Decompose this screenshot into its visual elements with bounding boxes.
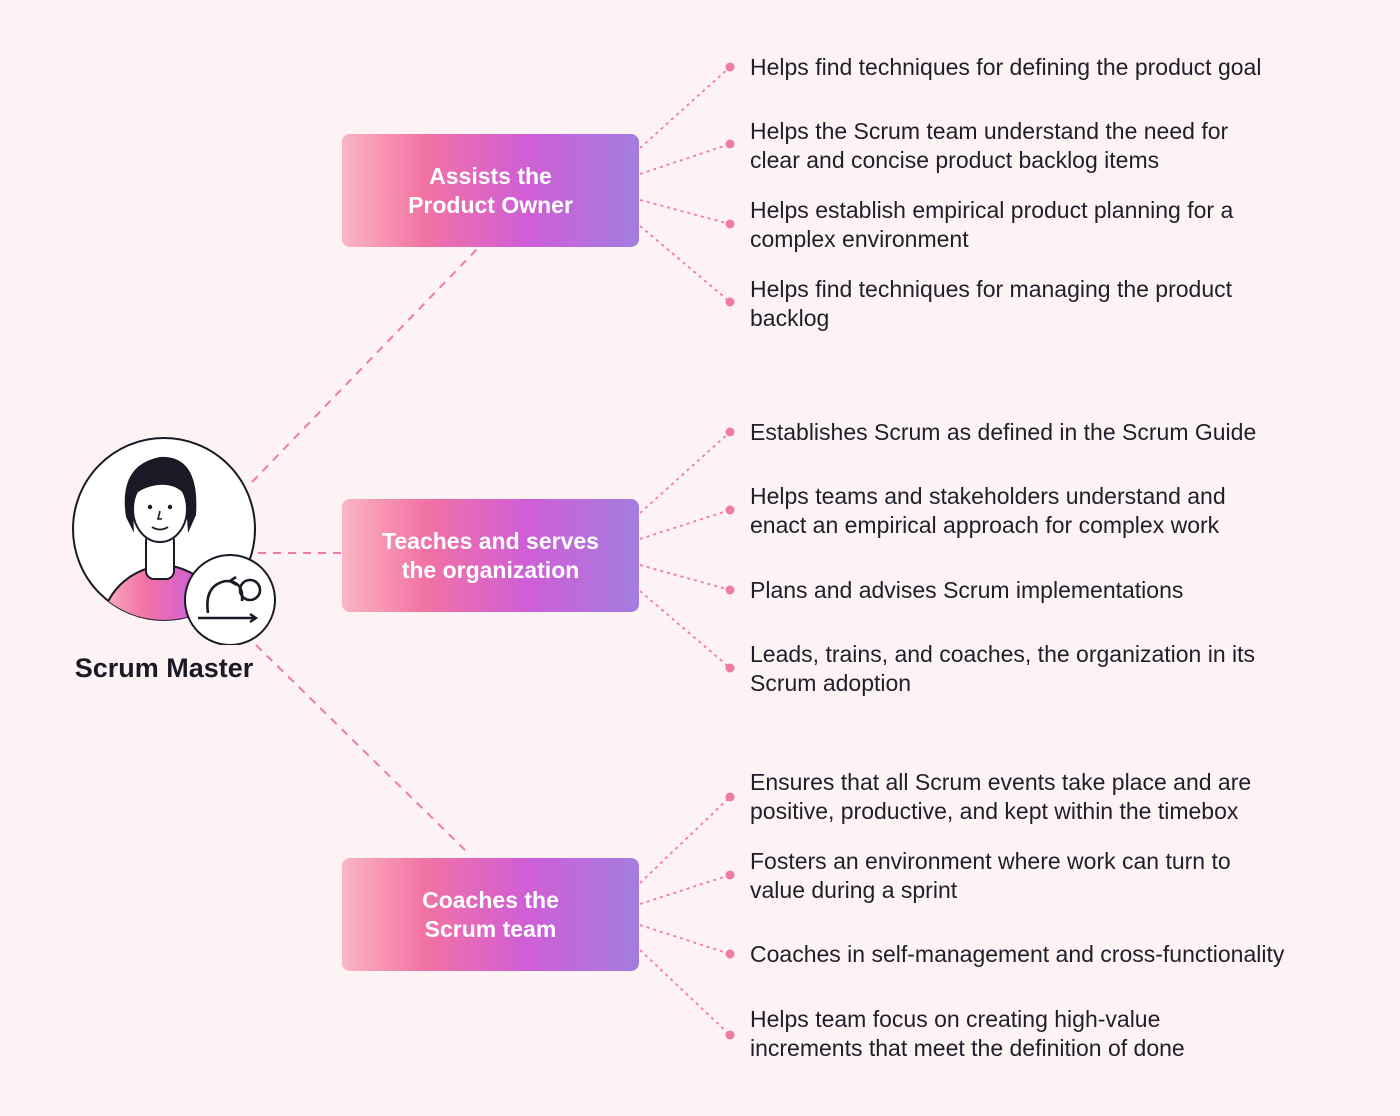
bullet-dot <box>725 505 735 515</box>
bullet-dot <box>725 792 735 802</box>
branch-connector <box>639 924 731 955</box>
group-box-scrum-team: Coaches the Scrum team <box>342 858 639 971</box>
scrum-master-avatar <box>60 425 290 646</box>
branch-connector <box>639 225 731 303</box>
bullet-dot <box>725 870 735 880</box>
group-title-line: the organization <box>401 556 580 583</box>
bullet-dot <box>725 62 735 72</box>
scrum-cycle-icon <box>184 554 276 646</box>
bullet-dot <box>725 663 735 673</box>
list-item: Leads, trains, and coaches, the organiza… <box>750 641 1256 696</box>
group-title-line: Teaches and serves <box>382 527 599 554</box>
list-item: Fosters an environment where work can tu… <box>750 848 1231 903</box>
scrum-master-label: Scrum Master <box>74 653 254 683</box>
branch-connector <box>639 564 731 591</box>
connector-main-1 <box>251 245 481 483</box>
branch-connector <box>639 874 731 905</box>
branch-connector <box>639 431 731 514</box>
list-item: Helps team focus on creating high-value … <box>750 1006 1185 1061</box>
list-item: Helps establish empirical product planni… <box>750 197 1234 252</box>
branch-connector <box>639 143 731 175</box>
bullet-dot <box>725 1030 735 1040</box>
list-item: Establishes Scrum as defined in the Scru… <box>750 419 1257 445</box>
bullet-dot <box>725 297 735 307</box>
bullet-dot <box>725 219 735 229</box>
list-item: Helps find techniques for defining the p… <box>750 54 1262 80</box>
connector-main-3 <box>255 644 471 856</box>
branch-connector <box>639 509 731 540</box>
group-box-organization: Teaches and serves the organization <box>342 499 639 612</box>
list-item: Helps teams and stakeholders understand … <box>750 483 1226 538</box>
group-title-line: Scrum team <box>424 915 557 942</box>
list-item: Helps find techniques for managing the p… <box>750 276 1233 331</box>
group-title-line: Product Owner <box>408 191 573 218</box>
list-item: Plans and advises Scrum implementations <box>750 577 1184 603</box>
list-item: Coaches in self-management and cross-fun… <box>750 941 1285 967</box>
branch-connector <box>639 590 731 669</box>
bullet-dot <box>725 427 735 437</box>
bullet-dot <box>725 949 735 959</box>
group-title-line: Assists the <box>429 162 552 189</box>
list-item: Ensures that all Scrum events take place… <box>750 769 1252 824</box>
group-box-product-owner: Assists the Product Owner <box>342 134 639 247</box>
branch-connector <box>639 796 731 884</box>
branch-connector <box>639 199 731 225</box>
bullet-dot <box>725 585 735 595</box>
branch-connector <box>639 949 731 1036</box>
list-item: Helps the Scrum team understand the need… <box>750 118 1229 173</box>
bullet-dot <box>725 139 735 149</box>
group-title-line: Coaches the <box>422 886 559 913</box>
branch-connector <box>639 66 731 149</box>
